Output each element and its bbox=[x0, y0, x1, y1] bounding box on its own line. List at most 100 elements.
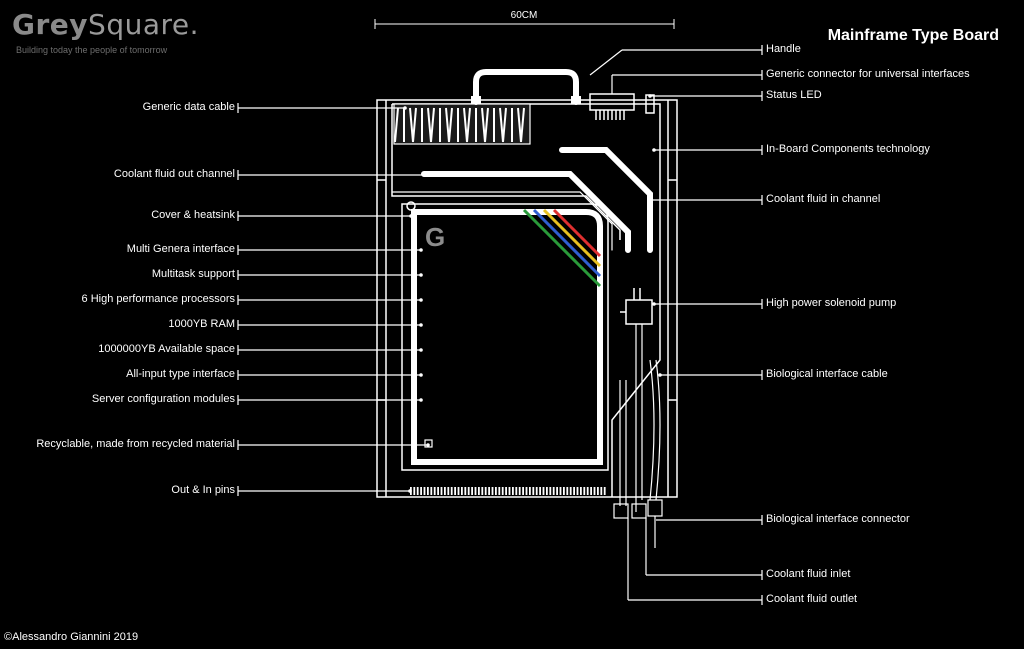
pin bbox=[437, 487, 439, 495]
pin bbox=[569, 487, 572, 495]
pin bbox=[420, 487, 422, 495]
pin bbox=[508, 487, 511, 495]
handle bbox=[473, 69, 579, 105]
pin bbox=[597, 487, 599, 495]
pin bbox=[474, 487, 477, 495]
pin bbox=[481, 487, 484, 495]
pin bbox=[495, 487, 497, 495]
pin bbox=[454, 487, 456, 495]
color-stripes bbox=[522, 208, 602, 288]
pin bbox=[518, 487, 521, 495]
label-handle: Handle bbox=[766, 43, 801, 55]
pin bbox=[563, 487, 565, 495]
pin bbox=[440, 487, 443, 495]
pin bbox=[444, 487, 446, 495]
pin bbox=[552, 487, 555, 495]
pin bbox=[467, 487, 470, 495]
label-biological-interface-connector: Biological interface connector bbox=[766, 513, 910, 525]
pin bbox=[498, 487, 501, 495]
pin bbox=[573, 487, 575, 495]
pin bbox=[566, 487, 569, 495]
pin bbox=[593, 487, 596, 495]
pin bbox=[546, 487, 548, 495]
pin bbox=[491, 487, 494, 495]
pin bbox=[430, 487, 433, 495]
label-generic-connector: Generic connector for universal interfac… bbox=[766, 68, 970, 80]
data-cable-wire bbox=[466, 107, 471, 143]
label-ram: 1000YB RAM bbox=[168, 318, 235, 330]
credit: ©Alessandro Giannini 2019 bbox=[4, 631, 139, 643]
data-cable-wire bbox=[394, 107, 399, 143]
brand-logo: GreySquare. bbox=[12, 8, 199, 41]
pin bbox=[461, 487, 463, 495]
pin bbox=[525, 487, 528, 495]
data-cable-wire bbox=[520, 107, 525, 143]
brand-tagline: Building today the people of tomorrow bbox=[16, 45, 168, 55]
label-in-board-components: In-Board Components technology bbox=[766, 143, 930, 155]
pin bbox=[522, 487, 524, 495]
pin bbox=[471, 487, 473, 495]
pin bbox=[539, 487, 541, 495]
brand-name-grey: Grey bbox=[12, 8, 89, 41]
pin bbox=[450, 487, 453, 495]
pin bbox=[583, 487, 586, 495]
label-high-performance-processors: 6 High performance processors bbox=[81, 293, 235, 305]
label-all-input-interface: All-input type interface bbox=[126, 368, 235, 380]
label-coolant-fluid-outlet: Coolant fluid outlet bbox=[766, 593, 858, 605]
pin bbox=[447, 487, 450, 495]
pin bbox=[488, 487, 490, 495]
pin bbox=[576, 487, 579, 495]
pin bbox=[556, 487, 558, 495]
data-cable-wire bbox=[448, 107, 453, 143]
pin bbox=[586, 487, 589, 495]
handle-foot-right bbox=[571, 96, 581, 104]
label-status-led: Status LED bbox=[766, 89, 822, 101]
pin bbox=[512, 487, 514, 495]
handle-foot-left bbox=[471, 96, 481, 104]
pin bbox=[542, 487, 545, 495]
data-cable-wires bbox=[394, 107, 525, 143]
pin bbox=[464, 487, 467, 495]
label-biological-interface-cable: Biological interface cable bbox=[766, 368, 888, 380]
pin bbox=[416, 487, 419, 495]
cover-heatsink bbox=[401, 201, 609, 471]
data-cable-wire bbox=[484, 107, 489, 143]
label-coolant-fluid-out-channel: Coolant fluid out channel bbox=[113, 168, 235, 180]
pin bbox=[457, 487, 460, 495]
label-coolant-fluid-in-channel: Coolant fluid in channel bbox=[766, 193, 881, 205]
pin bbox=[600, 487, 603, 495]
biological-interface-cables bbox=[613, 324, 663, 548]
label-solenoid-pump: High power solenoid pump bbox=[766, 297, 897, 309]
board-frame bbox=[376, 99, 678, 498]
pin bbox=[433, 487, 436, 495]
leader-lines bbox=[237, 45, 763, 605]
label-cover-heatsink: Cover & heatsink bbox=[151, 209, 235, 221]
pin bbox=[478, 487, 480, 495]
out-in-pins bbox=[410, 487, 606, 495]
pin bbox=[423, 487, 426, 495]
data-cable-wire bbox=[430, 107, 435, 143]
brand-name-square: Square. bbox=[88, 8, 200, 41]
pin bbox=[413, 487, 416, 495]
pin bbox=[535, 487, 538, 495]
label-generic-data-cable: Generic data cable bbox=[142, 101, 235, 113]
pin bbox=[580, 487, 582, 495]
label-multitask-support: Multitask support bbox=[151, 268, 235, 280]
data-cable-wire bbox=[502, 107, 507, 143]
label-recyclable: Recyclable, made from recycled material bbox=[36, 438, 235, 450]
recyclable-mark bbox=[424, 439, 433, 448]
g-logo: G bbox=[425, 222, 446, 252]
generic-connector bbox=[589, 93, 635, 120]
label-coolant-fluid-inlet: Coolant fluid inlet bbox=[766, 568, 851, 580]
pin bbox=[559, 487, 562, 495]
pin bbox=[590, 487, 592, 495]
pin bbox=[427, 487, 429, 495]
pin bbox=[515, 487, 518, 495]
pin bbox=[529, 487, 531, 495]
solenoid-pump bbox=[620, 288, 653, 325]
dimension-label: 60CM bbox=[510, 10, 538, 21]
dimension-line bbox=[374, 19, 675, 29]
pin bbox=[501, 487, 504, 495]
